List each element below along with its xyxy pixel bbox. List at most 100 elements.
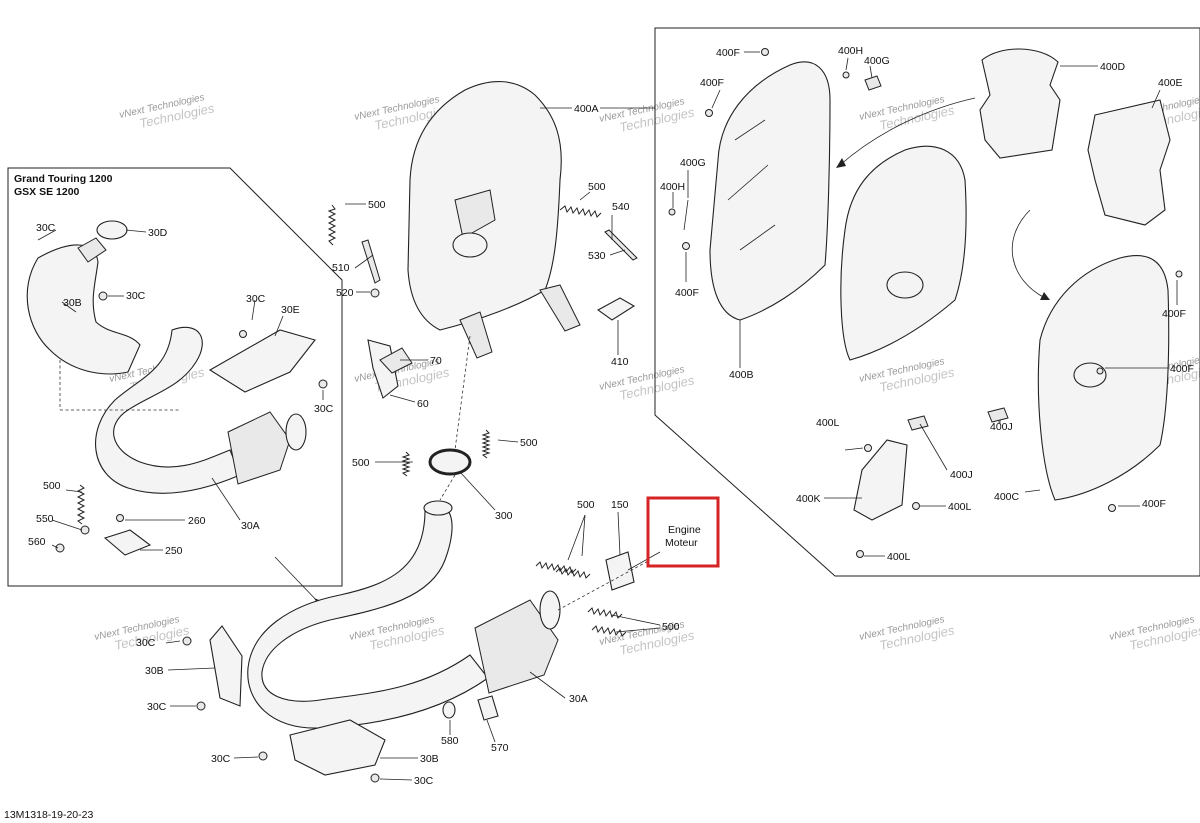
part-label-500-7: 500 bbox=[662, 621, 680, 633]
arrow-head-3 bbox=[1040, 292, 1050, 300]
part-label-400g-2: 400G bbox=[680, 157, 706, 169]
muffler-body-400c-mid bbox=[840, 145, 967, 361]
bolt-260 bbox=[116, 514, 124, 522]
part-label-400h-2: 400H bbox=[660, 181, 685, 193]
nut-30c-main-4 bbox=[370, 773, 380, 783]
arrow-400d-to-body bbox=[839, 97, 976, 166]
grommet-580 bbox=[442, 701, 456, 719]
part-label-250: 250 bbox=[165, 545, 183, 557]
part-label-400b: 400B bbox=[729, 369, 754, 381]
part-label-570: 570 bbox=[491, 742, 509, 754]
part-label-530: 530 bbox=[588, 250, 606, 262]
exhaust-pipe-30a-inset bbox=[95, 326, 241, 494]
part-label-400f-1: 400F bbox=[716, 47, 740, 59]
heat-shield-30b-inset bbox=[26, 244, 141, 375]
part-label-400k: 400K bbox=[796, 493, 821, 505]
moteur-label: Moteur bbox=[665, 537, 698, 549]
bracket-250 bbox=[103, 529, 152, 556]
centerline-3 bbox=[557, 559, 651, 611]
nut-30c-main-2 bbox=[196, 701, 206, 711]
part-label-400j-1: 400J bbox=[950, 469, 973, 481]
part-label-30c-3: 30C bbox=[246, 293, 266, 305]
part-label-30d: 30D bbox=[148, 227, 168, 239]
part-label-500-1: 500 bbox=[43, 480, 61, 492]
spring-500-e bbox=[535, 561, 577, 574]
muffler-400a-port bbox=[452, 232, 488, 258]
part-label-30c-6: 30C bbox=[147, 701, 167, 713]
rod-530-540 bbox=[604, 229, 638, 261]
muffler-400c-port bbox=[886, 271, 924, 299]
part-label-500-6: 500 bbox=[577, 499, 595, 511]
exhaust-pipe-30a-main bbox=[247, 500, 561, 729]
clamp-30d bbox=[96, 220, 128, 240]
arrow-400e-to-body bbox=[1011, 209, 1046, 299]
muffler-400a-main bbox=[407, 81, 581, 359]
gasket-300 bbox=[428, 448, 472, 476]
nut-30c-inset-3 bbox=[318, 379, 328, 389]
engine-label: Engine bbox=[668, 524, 701, 536]
clip-400g-2 bbox=[683, 199, 689, 231]
engine-callout-box bbox=[646, 496, 720, 568]
screw-400f-3 bbox=[682, 242, 690, 250]
part-label-400h-1: 400H bbox=[838, 45, 863, 57]
diagram-code: 13M1318-19-20-23 bbox=[4, 809, 93, 821]
insulation-pad-400e bbox=[1087, 99, 1171, 226]
nut-30c-main-3 bbox=[258, 751, 268, 761]
muffler-400c-right-port bbox=[1073, 362, 1107, 388]
heat-shield-400k bbox=[853, 439, 908, 521]
part-label-400c: 400C bbox=[994, 491, 1020, 503]
clip-400h-1 bbox=[842, 71, 850, 79]
part-label-580: 580 bbox=[441, 735, 459, 747]
part-label-30c-5: 30C bbox=[136, 637, 156, 649]
heat-shield-30b-bottom bbox=[289, 719, 386, 776]
muffler-shell-400b bbox=[709, 61, 831, 321]
screw-400f-4 bbox=[1175, 270, 1183, 278]
part-label-400e: 400E bbox=[1158, 77, 1183, 89]
part-label-300: 300 bbox=[495, 510, 513, 522]
bumper-400j-1 bbox=[907, 415, 929, 431]
part-label-30c-8: 30C bbox=[414, 775, 434, 787]
part-label-30a-1: 30A bbox=[241, 520, 260, 532]
catalytic-converter-main bbox=[474, 599, 559, 694]
part-label-400j-2: 400J bbox=[990, 421, 1013, 433]
part-label-410: 410 bbox=[611, 356, 629, 368]
nut-30c-main-1 bbox=[182, 636, 192, 646]
spring-500-b bbox=[559, 205, 602, 218]
centerline-1 bbox=[454, 335, 471, 451]
heat-shield-30b-left bbox=[209, 625, 243, 707]
screw-400f-5 bbox=[1096, 367, 1104, 375]
heat-shield-30e bbox=[208, 329, 316, 393]
part-label-400f-2: 400F bbox=[700, 77, 724, 89]
spring-500-inset bbox=[76, 484, 86, 525]
part-label-60: 60 bbox=[417, 398, 429, 410]
part-label-400l-3: 400L bbox=[887, 551, 911, 563]
part-label-70: 70 bbox=[430, 355, 442, 367]
main-leader-lines bbox=[165, 107, 661, 781]
muffler-400a-inlet bbox=[454, 189, 496, 239]
bracket-570 bbox=[477, 695, 499, 721]
part-label-560: 560 bbox=[28, 536, 46, 548]
part-label-30b-2: 30B bbox=[145, 665, 164, 677]
part-label-400l-1: 400L bbox=[816, 417, 840, 429]
insulation-pad-400d bbox=[979, 48, 1061, 159]
part-label-400f-4: 400F bbox=[1162, 308, 1186, 320]
nut-400l-2 bbox=[912, 502, 920, 510]
centerline-2 bbox=[439, 474, 456, 501]
part-label-400d: 400D bbox=[1100, 61, 1126, 73]
bumper-410 bbox=[596, 297, 636, 321]
bolt-560 bbox=[55, 543, 65, 553]
part-label-510: 510 bbox=[332, 262, 350, 274]
inset-arrow bbox=[274, 556, 321, 605]
part-label-400g-1: 400G bbox=[864, 55, 890, 67]
part-label-30c-7: 30C bbox=[211, 753, 231, 765]
part-label-400a: 400A bbox=[574, 103, 599, 115]
screw-400f-6 bbox=[1108, 504, 1116, 512]
part-label-500-2: 500 bbox=[368, 199, 386, 211]
part-label-520: 520 bbox=[336, 287, 354, 299]
part-label-30c-1: 30C bbox=[36, 222, 56, 234]
grand-touring-inset: Grand Touring 1200 GSX SE 1200 bbox=[7, 167, 343, 587]
part-label-550: 550 bbox=[36, 513, 54, 525]
bracket-510 bbox=[361, 239, 381, 284]
spring-500-d bbox=[481, 429, 491, 459]
